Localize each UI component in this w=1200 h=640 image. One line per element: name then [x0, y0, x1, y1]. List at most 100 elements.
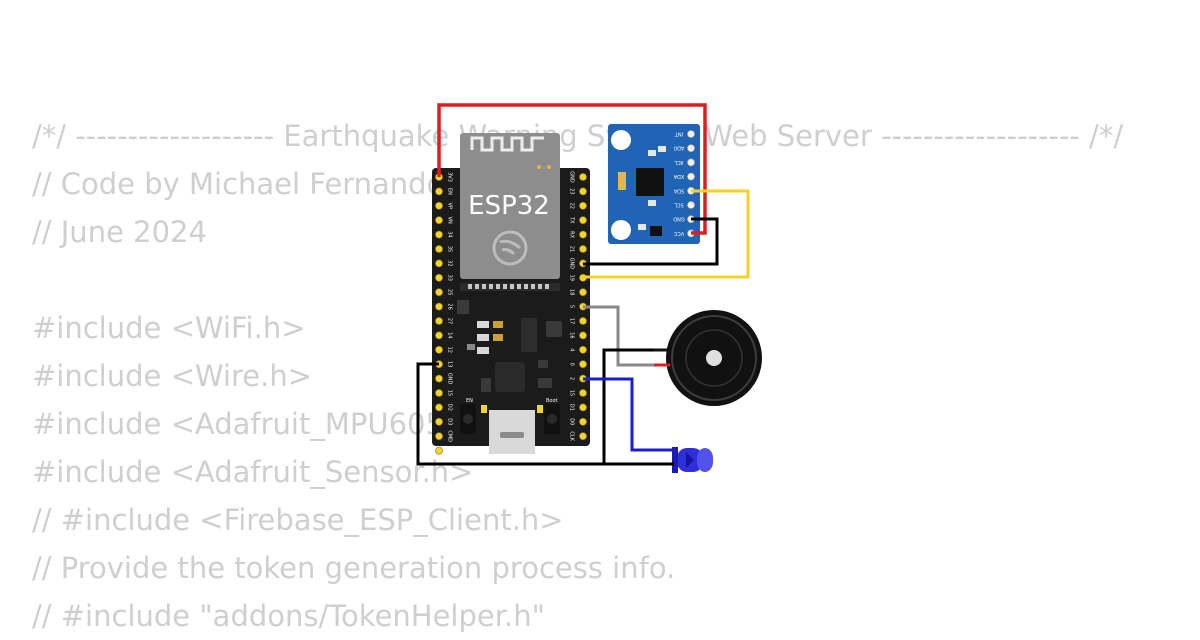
esp32-module	[460, 133, 560, 279]
esp32-right-pin[interactable]	[579, 360, 587, 369]
esp32-left-pins: 3V3ENVPVN34353233252627141213GND15D2D3CM…	[435, 172, 453, 455]
gnd-wire-mpu	[583, 217, 719, 266]
module-pads	[468, 284, 549, 289]
esp32-left-pin[interactable]	[435, 389, 443, 397]
esp32-right-pin[interactable]	[579, 389, 587, 397]
esp32-right-pin[interactable]	[579, 432, 587, 441]
mpu6050-pin-label: XCL	[674, 159, 684, 165]
esp32-left-pin-label: VP	[447, 203, 453, 209]
code-line: // June 2024	[32, 215, 207, 249]
esp32-left-pin[interactable]	[435, 245, 443, 253]
esp32-left-pin[interactable]	[435, 230, 443, 239]
esp32-right-pin[interactable]	[579, 216, 587, 225]
led-signal-wire	[583, 377, 674, 452]
voltage-regulator	[521, 318, 537, 352]
mpu6050-pin-label: SCL	[674, 202, 684, 208]
sda-wire	[583, 189, 750, 279]
esp32-title: ESP32	[468, 191, 550, 221]
esp32-left-pin-label: 35	[447, 246, 453, 252]
code-line: // #include <Firebase_ESP_Client.h>	[32, 503, 564, 537]
esp32-left-pin[interactable]	[435, 403, 443, 412]
esp32-right-pin-label: CLK	[569, 431, 575, 441]
esp32-right-pin-label: D0	[569, 418, 575, 425]
esp32-left-pin[interactable]	[435, 302, 443, 311]
esp32-right-pin-label: 16	[569, 332, 575, 338]
esp32-left-pin-label: 14	[447, 332, 453, 338]
mpu6050-pin[interactable]	[687, 130, 695, 138]
esp32-right-pin[interactable]	[579, 230, 587, 239]
mpu6050-pin[interactable]	[687, 144, 695, 153]
esp32-left-pin-label: 25	[447, 289, 453, 295]
espressif-logo-icon	[492, 230, 528, 266]
esp32-left-pin-label: 26	[447, 303, 453, 309]
esp32-left-pin[interactable]	[435, 432, 443, 441]
esp32-right-pin[interactable]	[579, 288, 587, 297]
esp32-left-pin-label: D2	[447, 404, 453, 411]
esp32-right-pin[interactable]	[579, 317, 587, 325]
esp32-left-pin-label: GND	[447, 373, 453, 385]
code-line: #include <WiFi.h>	[32, 311, 306, 345]
led[interactable]	[672, 447, 713, 473]
esp32-left-pin-label: 33	[447, 275, 453, 281]
esp32-left-pin[interactable]	[435, 374, 443, 383]
esp32-left-pin[interactable]	[435, 331, 443, 340]
esp32-left-pin-label: 13	[447, 361, 453, 367]
esp32-left-pin-label: 3V3	[447, 172, 453, 182]
esp32-left-pin[interactable]	[435, 317, 443, 325]
usb-uart-chip	[495, 362, 525, 392]
buzzer-signal-wire	[583, 305, 662, 367]
mounting-hole-icon	[611, 130, 631, 150]
esp32-right-pin-label: 5	[569, 305, 575, 308]
esp32-right-pin-label: 0	[569, 363, 575, 366]
esp32-right-pin[interactable]	[579, 417, 587, 426]
esp32-left-pin[interactable]	[435, 345, 443, 354]
esp32-right-pin[interactable]	[579, 403, 587, 412]
esp32-right-pin-label: 2	[569, 377, 575, 380]
code-line: #include <Adafruit_Sensor.h>	[32, 455, 474, 489]
esp32-right-pin[interactable]	[579, 245, 587, 253]
esp32-right-pin-label: 23	[569, 188, 575, 194]
esp32-left-pin-label: 32	[447, 260, 453, 266]
vcc-wire	[437, 103, 707, 235]
esp32-right-pin-label: 17	[569, 318, 575, 324]
mpu6050-pin-label: SDA	[673, 187, 684, 193]
buzzer[interactable]	[666, 310, 762, 406]
esp32-left-pin-label: EN	[447, 188, 453, 195]
esp32-left-pin[interactable]	[435, 187, 443, 196]
esp32-right-pin[interactable]	[579, 331, 587, 340]
esp32-left-pin[interactable]	[435, 288, 443, 297]
mpu6050-pin-label: VCC	[673, 230, 684, 236]
boot-label: Boot	[546, 398, 558, 404]
esp32-right-pin-label: GND	[569, 171, 575, 183]
esp32-right-pin[interactable]	[579, 201, 587, 210]
esp32-right-pin[interactable]	[579, 187, 587, 196]
esp32-right-pin[interactable]	[579, 345, 587, 354]
esp32-right-pin-label: RX	[569, 231, 575, 238]
esp32-left-pin-label: CMD	[447, 430, 453, 442]
mpu6050-pin[interactable]	[687, 158, 695, 167]
esp32-left-pin[interactable]	[435, 273, 443, 282]
esp32-right-pin-label: TX	[569, 216, 575, 224]
code-background: /*/ ------------------- Earthquake Warni…	[32, 112, 1123, 640]
mounting-hole-icon	[611, 220, 631, 240]
esp32-right-pin-label: D1	[569, 404, 575, 411]
esp32-board[interactable]: ESP32 EN Boot 3V3ENVPVN34353233252627141…	[432, 133, 590, 455]
esp32-left-pin[interactable]	[435, 259, 443, 268]
esp32-left-pin[interactable]	[435, 446, 443, 455]
esp32-left-pin-label: 27	[447, 318, 453, 324]
esp32-right-pin-label: 4	[569, 348, 575, 351]
wires	[416, 103, 750, 466]
mpu6050-chip	[636, 168, 664, 196]
esp32-left-pin-label: D3	[447, 418, 453, 425]
mpu6050-pin[interactable]	[687, 201, 695, 209]
esp32-left-pin[interactable]	[435, 417, 443, 426]
esp32-left-pin[interactable]	[435, 216, 443, 225]
esp32-left-pin[interactable]	[435, 201, 443, 210]
esp32-right-pin[interactable]	[579, 173, 587, 181]
en-label: EN	[466, 398, 473, 404]
code-line: // Provide the token generation process …	[32, 551, 676, 585]
mpu6050-pin[interactable]	[687, 172, 695, 181]
mpu6050-pin-label: GND	[673, 216, 685, 222]
